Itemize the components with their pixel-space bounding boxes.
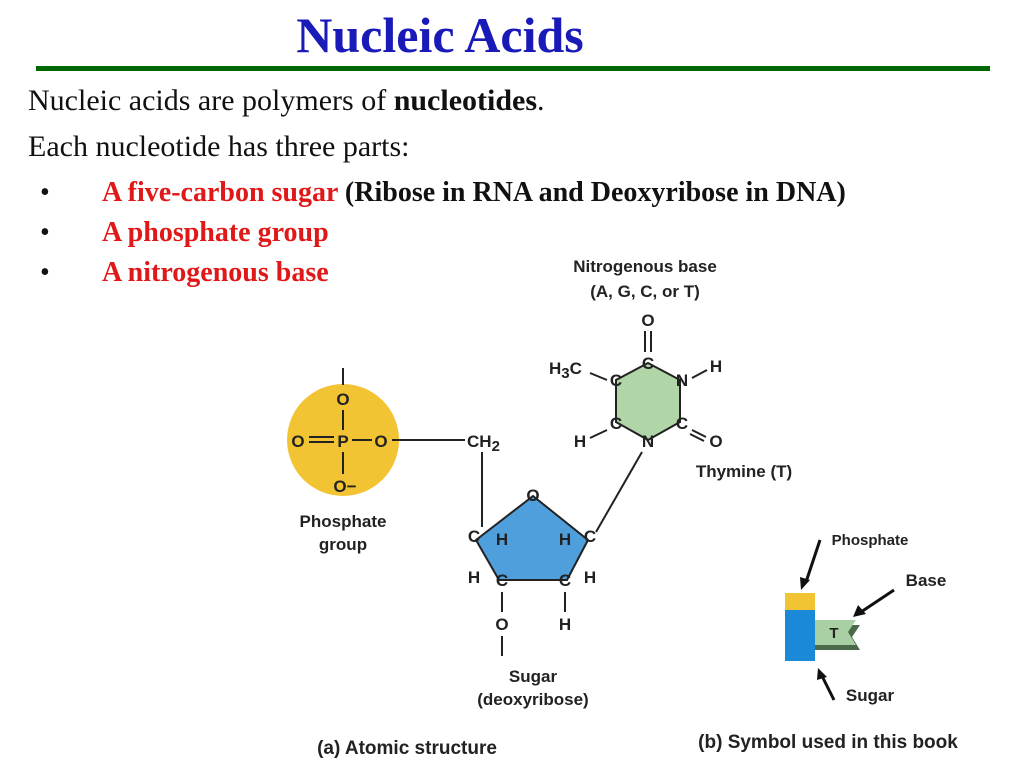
symbol-t-label: T: [829, 625, 838, 642]
atom-label: H: [574, 432, 586, 451]
intro-line-1: Nucleic acids are polymers of nucleotide…: [28, 84, 545, 118]
base-hexagon: [615, 361, 681, 442]
list-item: • A phosphate group: [40, 213, 846, 253]
part-name: A phosphate group: [102, 217, 329, 248]
phosphate-circle: [287, 384, 399, 496]
atom-label: O: [709, 432, 722, 451]
atom-label: H: [468, 568, 480, 587]
phosphate-label: Phosphate: [300, 512, 387, 531]
bond: [589, 429, 608, 439]
atom-label: H: [559, 615, 571, 634]
bond: [691, 369, 708, 379]
symbol-phosphate-block: [785, 593, 815, 610]
caption-symbol: (b) Symbol used in this book: [698, 732, 958, 753]
sugar-pentagon: [474, 494, 590, 581]
symbol-base-label: Base: [906, 571, 947, 590]
atom-label: H: [559, 530, 571, 549]
title-divider: [36, 66, 990, 71]
atom-label: N: [676, 371, 688, 390]
bullet-marker: •: [40, 257, 50, 288]
atom-label: H: [496, 530, 508, 549]
symbol-phosphate-label: Phosphate: [832, 532, 909, 549]
atom-label: C: [642, 354, 654, 373]
atom-label: H: [584, 568, 596, 587]
atom-label: O: [495, 615, 508, 634]
phosphate-label-2: group: [319, 535, 367, 554]
sugar-arrow: [820, 675, 836, 701]
part-name: A nitrogenous base: [102, 257, 329, 288]
sugar-arrowhead: [817, 668, 827, 680]
atom-label: C: [496, 571, 508, 590]
atom-label: O: [641, 311, 654, 330]
slide-title: Nucleic Acids: [296, 7, 584, 63]
intro-text: Nucleic acids are polymers of: [28, 84, 394, 117]
symbol-sugar-block: [785, 610, 815, 661]
thymine-label: Thymine (T): [696, 462, 792, 481]
atom-label: N: [642, 432, 654, 451]
symbol-sugar-label: Sugar: [846, 686, 895, 705]
list-item: • A nitrogenous base: [40, 253, 846, 293]
atom-label: O: [374, 432, 387, 451]
atom-label: C: [610, 414, 622, 433]
atom-label: C: [559, 571, 571, 590]
atom-label: O: [336, 390, 349, 409]
sugar-label-2: (deoxyribose): [477, 690, 588, 709]
atom-label: C: [676, 414, 688, 433]
atom-label: CH2: [467, 432, 500, 455]
atom-label: C: [610, 371, 622, 390]
caption-atomic-structure: (a) Atomic structure: [317, 738, 497, 759]
atom-label: O: [526, 486, 539, 505]
phosphate-arrowhead: [800, 577, 810, 590]
intro-line-2: Each nucleotide has three parts:: [28, 130, 410, 163]
atom-label: O−: [333, 477, 356, 496]
bullet-marker: •: [40, 217, 50, 248]
parts-list: • A five-carbon sugar (Ribose in RNA and …: [40, 173, 846, 293]
bond: [595, 451, 643, 533]
symbol-base-tab: [813, 620, 856, 645]
list-item: • A five-carbon sugar (Ribose in RNA and …: [40, 173, 846, 213]
atom-label: C: [468, 527, 480, 546]
part-name: A five-carbon sugar: [102, 177, 338, 208]
intro-period: .: [537, 84, 545, 117]
bond: [689, 433, 705, 442]
intro-keyword: nucleotides: [393, 84, 538, 117]
atom-label: O: [291, 432, 304, 451]
bond: [589, 372, 608, 381]
part-detail: (Ribose in RNA and Deoxyribose in DNA): [337, 177, 846, 208]
bond: [691, 429, 707, 438]
atom-label: C: [584, 527, 596, 546]
base-label-letters: (A, G, C, or T): [590, 282, 700, 301]
phosphate-arrow: [804, 539, 822, 583]
sugar-label: Sugar: [509, 667, 558, 686]
bullet-marker: •: [40, 177, 50, 208]
base-arrowhead: [853, 605, 866, 617]
atom-label: H3C: [549, 359, 582, 382]
base-arrow: [860, 588, 895, 614]
atom-label: H: [710, 357, 722, 376]
base-label: Nitrogenous base: [573, 257, 717, 276]
atom-label: P: [337, 432, 348, 451]
